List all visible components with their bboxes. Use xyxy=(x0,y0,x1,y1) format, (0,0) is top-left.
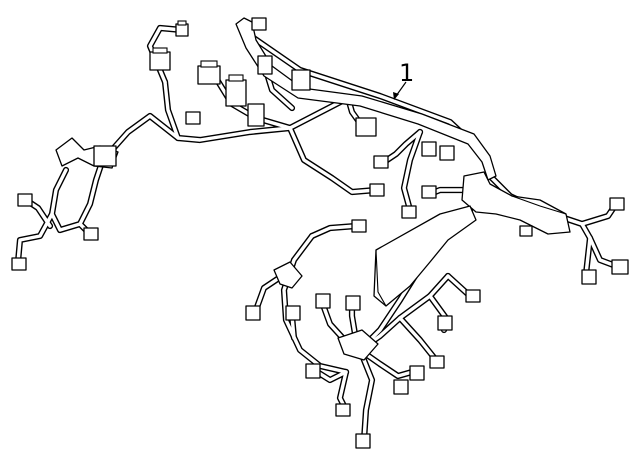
connector xyxy=(439,145,455,161)
connector xyxy=(369,183,385,197)
connector xyxy=(421,141,437,157)
connector xyxy=(11,257,27,271)
connector xyxy=(247,103,265,127)
connector xyxy=(345,295,361,311)
connector xyxy=(83,227,99,241)
connectors xyxy=(11,17,629,449)
connector xyxy=(185,111,201,125)
connector xyxy=(257,55,273,75)
connector xyxy=(401,205,417,219)
part-number-label: 1 xyxy=(399,59,414,87)
connector xyxy=(611,259,629,275)
connector xyxy=(93,145,117,167)
right-junction-block xyxy=(461,171,571,235)
harness-housings xyxy=(55,17,571,361)
center-tray xyxy=(373,205,477,307)
connector xyxy=(355,433,371,449)
connector xyxy=(335,403,351,417)
connector xyxy=(225,74,247,107)
connector xyxy=(437,315,453,331)
connector xyxy=(373,155,389,169)
connector xyxy=(245,305,261,321)
connector xyxy=(315,293,331,309)
upper-trunk-tray xyxy=(235,17,497,181)
connector xyxy=(519,225,533,237)
connector xyxy=(581,269,597,285)
connector xyxy=(609,197,625,211)
connector xyxy=(429,355,445,369)
connector xyxy=(393,379,409,395)
connector xyxy=(17,193,33,207)
connector xyxy=(421,185,437,199)
connector xyxy=(175,20,189,37)
connector xyxy=(355,117,377,137)
connector xyxy=(149,47,171,71)
connector xyxy=(251,17,267,31)
connector xyxy=(285,305,301,321)
callouts: 1 xyxy=(393,59,414,100)
connector xyxy=(351,219,367,233)
connector xyxy=(305,363,321,379)
connector xyxy=(197,60,221,85)
connector xyxy=(291,69,311,91)
left-tube-housing xyxy=(273,261,303,289)
callout-arrowhead xyxy=(393,92,399,100)
connector xyxy=(465,289,481,303)
lower-junction-block xyxy=(337,329,379,361)
connector xyxy=(409,365,425,381)
